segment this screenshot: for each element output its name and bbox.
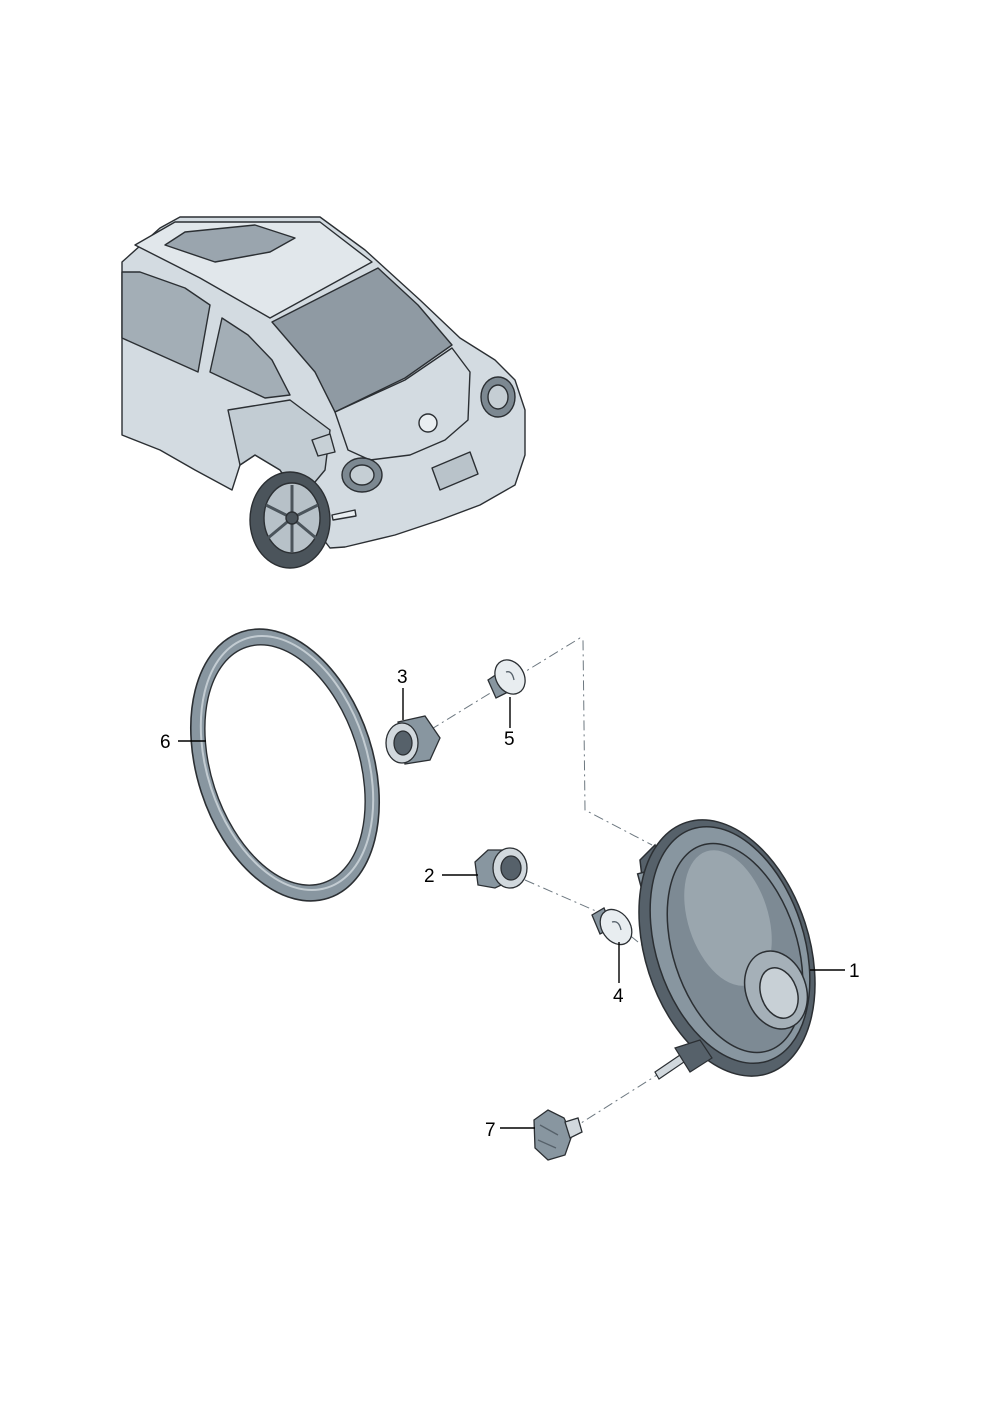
car-sunroof <box>164 224 296 263</box>
part-adjuster-knob <box>533 1109 583 1161</box>
car-trunk-lid <box>334 347 471 461</box>
part-bulb-holder-upper <box>385 715 441 765</box>
car-rear-window <box>271 267 453 413</box>
trim-ring-highlight <box>199 634 375 892</box>
car-emblem <box>418 413 438 433</box>
assembly-line-adjuster <box>569 1069 666 1131</box>
part-bulb-holder-lower <box>474 847 528 889</box>
car-illustration <box>121 216 526 569</box>
assembly-lines <box>429 637 666 1131</box>
car-tail-light-left-lens <box>349 464 375 486</box>
bulb-holder-upper-socket-inner <box>393 730 413 756</box>
car-license-plate <box>431 451 479 491</box>
car-side-window-front <box>121 271 211 373</box>
part-headlight-housing <box>636 819 816 1077</box>
headlight-housing-reflector-highlight <box>684 850 772 986</box>
car-wheel-hub <box>285 511 299 525</box>
callout-6: 6 <box>160 732 171 753</box>
trim-ring-inner <box>204 644 366 886</box>
car-tail-light-right-lens <box>487 384 509 410</box>
bulb-holder-lower-socket-inner <box>500 855 522 881</box>
assembly-line-upper <box>429 637 653 846</box>
bulb-upper-filament <box>505 671 515 681</box>
car-reflector <box>331 509 357 521</box>
callout-1: 1 <box>849 961 860 982</box>
part-bulb-upper <box>487 659 526 699</box>
part-trim-ring <box>189 628 381 902</box>
headlight-bulb-port-inner <box>759 967 799 1019</box>
adjuster-knob-stem <box>564 1117 583 1139</box>
car-fuel-door <box>311 433 336 457</box>
callout-leaders <box>178 688 845 1129</box>
adjuster-screw-shaft <box>654 1054 685 1080</box>
bulb-upper-glass <box>494 659 526 695</box>
part-bulb-lower <box>591 907 633 946</box>
callout-4: 4 <box>613 986 624 1007</box>
callout-5: 5 <box>504 729 515 750</box>
callout-2: 2 <box>424 866 435 887</box>
callout-7: 7 <box>485 1120 496 1141</box>
car-side-window-rear <box>209 317 291 399</box>
adjuster-knob-grip <box>537 1124 559 1149</box>
bulb-lower-glass <box>599 908 633 946</box>
adjuster-knob-body <box>533 1109 573 1161</box>
adjuster-screw-head <box>674 1039 713 1073</box>
headlight-adjuster-screw <box>654 1039 713 1080</box>
callout-numbers: 1 2 3 4 5 6 7 <box>160 667 860 1141</box>
callout-3: 3 <box>397 667 408 688</box>
bulb-lower-filament <box>611 921 622 931</box>
